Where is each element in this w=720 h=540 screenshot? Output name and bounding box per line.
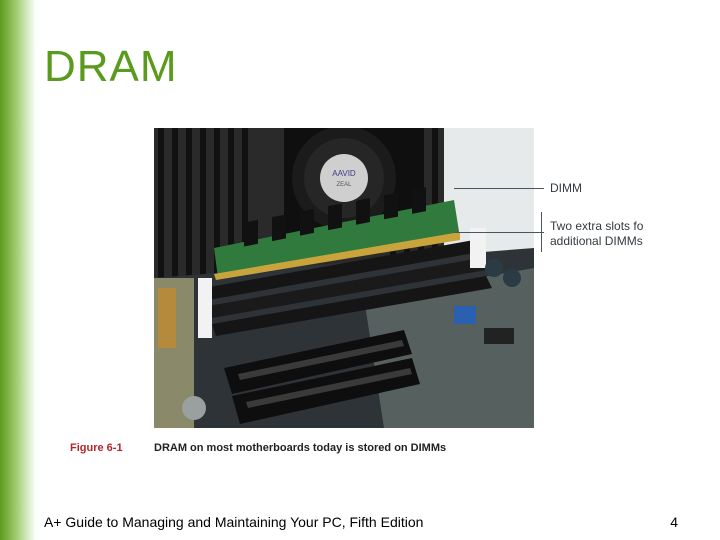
ide-connectors <box>224 330 420 424</box>
slots-bracket <box>541 212 542 252</box>
board-components <box>182 259 521 420</box>
footer-book-title: A+ Guide to Managing and Maintaining You… <box>44 514 424 530</box>
dimm-module <box>214 187 460 280</box>
motherboard-illustration: AAVID ZEAL <box>154 128 534 428</box>
page-number: 4 <box>670 514 678 530</box>
fan-label-small: ZEAL <box>336 182 352 188</box>
slide-title: DRAM <box>44 42 178 91</box>
callout-slots-line1: Two extra slots fo <box>550 219 644 233</box>
callout-dimm: DIMM <box>550 181 582 195</box>
motherboard-photo: AAVID ZEAL <box>154 128 534 428</box>
fan-label: AAVID <box>332 169 356 178</box>
dimm-leader-line <box>454 188 544 189</box>
callout-slots-line2: additional DIMMs <box>550 234 643 248</box>
slots-leader-line <box>454 232 544 233</box>
side-accent-bar <box>0 0 36 540</box>
figure: AAVID ZEAL <box>68 128 648 460</box>
figure-label: Figure 6-1 <box>70 442 123 454</box>
dimm-slots <box>198 228 492 338</box>
figure-caption: DRAM on most motherboards today is store… <box>154 442 447 454</box>
